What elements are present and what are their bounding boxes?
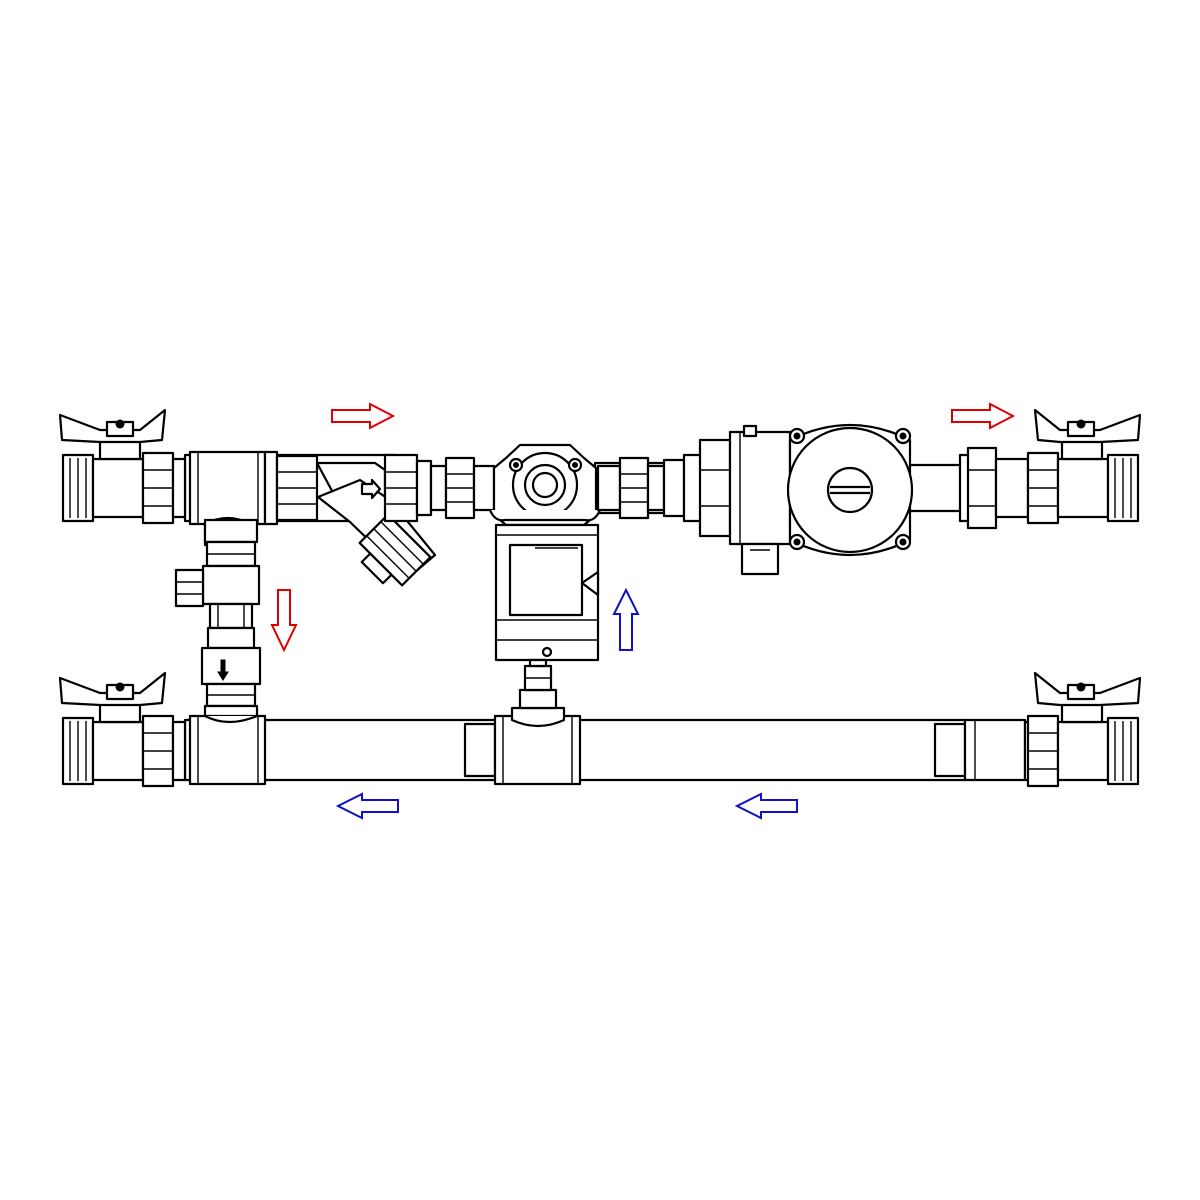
supply-outlet-union — [958, 446, 1030, 530]
ball-valve-supply-outlet — [1026, 408, 1142, 525]
valve-actuator — [494, 523, 600, 662]
return-flow-arrow-mixing — [612, 587, 640, 651]
direction-arrow-icon — [360, 478, 382, 500]
ball-valve-return-inlet — [1026, 671, 1142, 788]
supply-union-left — [383, 453, 496, 523]
ball-valve-supply-inlet — [58, 408, 187, 525]
strainer-filter — [263, 450, 437, 587]
return-flow-arrow-bottom-left — [335, 792, 399, 820]
return-inlet-union — [963, 718, 1035, 782]
supply-union-right — [596, 438, 732, 538]
return-flow-arrow-bottom-right — [734, 792, 798, 820]
return-tee-left — [188, 714, 267, 786]
three-way-mixing-valve — [488, 443, 602, 527]
check-arrow-icon — [217, 659, 229, 681]
supply-flow-arrow-bypass — [270, 589, 298, 653]
bypass-check-valve — [200, 646, 262, 733]
supply-flow-arrow-top-right — [951, 402, 1016, 430]
circulation-pump — [728, 423, 914, 576]
ball-valve-return-outlet — [58, 671, 187, 788]
return-tee-mixing — [493, 658, 582, 786]
bypass-line — [174, 518, 261, 650]
supply-flow-arrow-top-left — [331, 402, 396, 430]
